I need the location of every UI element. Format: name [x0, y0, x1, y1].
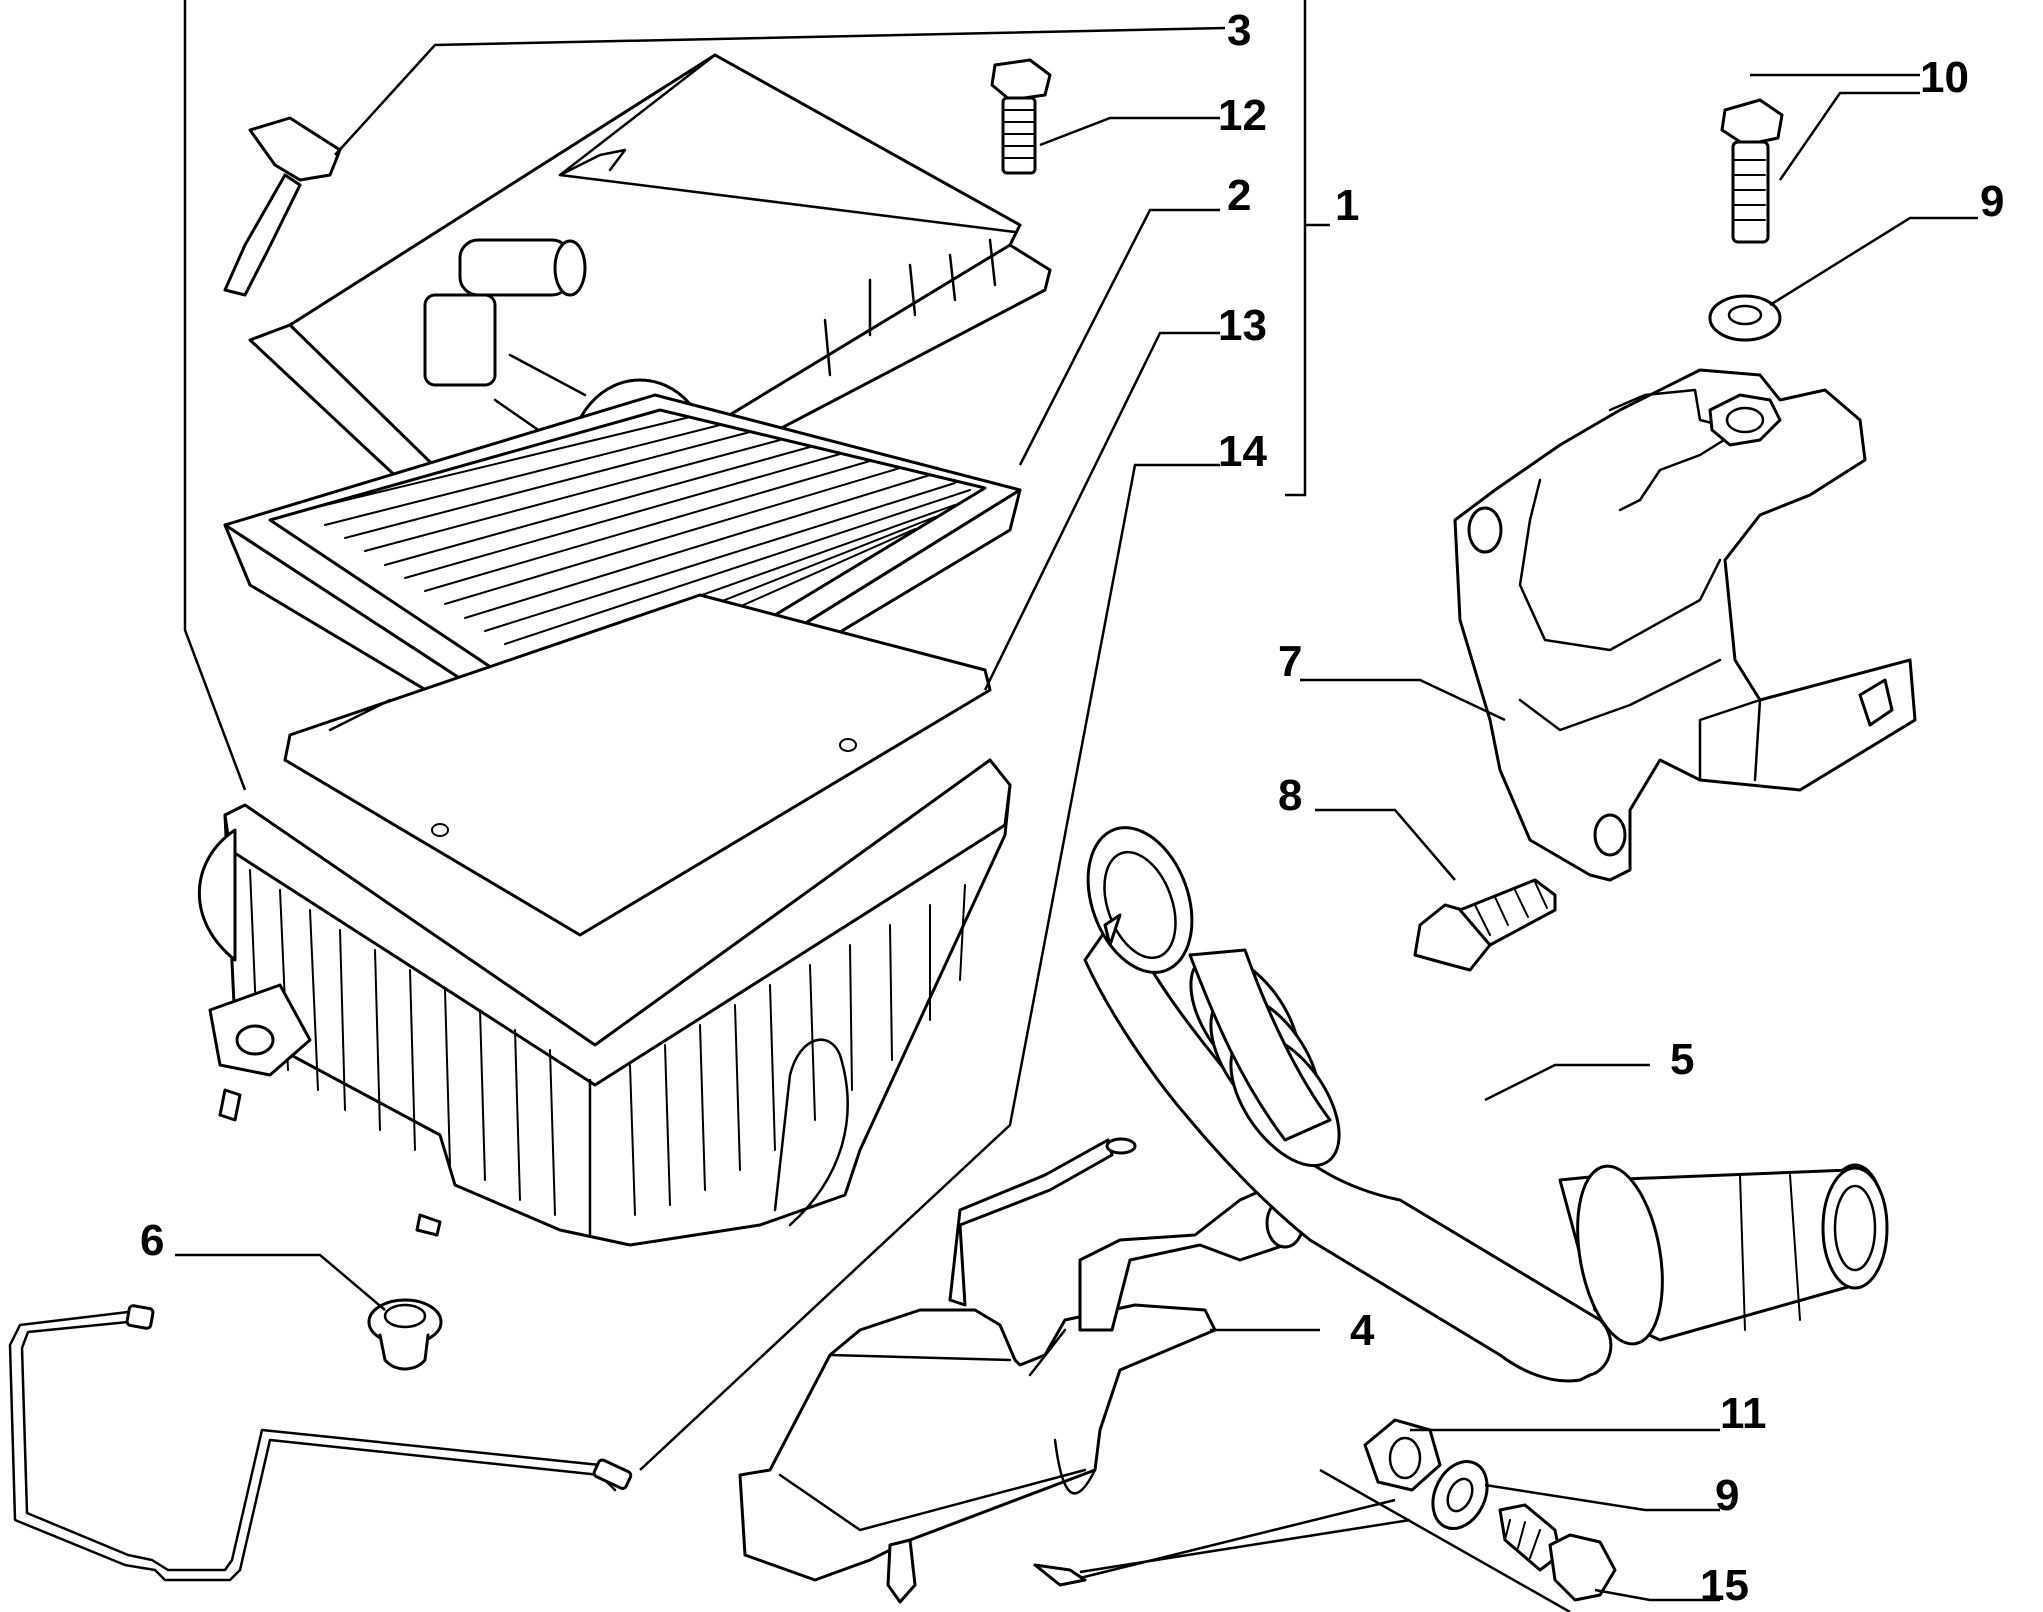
drain-pipe — [8, 1304, 633, 1582]
callout-9-lower: 9 — [1715, 1471, 1739, 1520]
leader-lines — [175, 26, 1978, 1612]
intake-resonator — [738, 1137, 1305, 1604]
callout-12: 12 — [1218, 91, 1267, 140]
callout-2: 2 — [1227, 171, 1251, 220]
bracket-side-bolt — [1413, 878, 1557, 972]
callout-13: 13 — [1218, 301, 1267, 350]
retaining-clip — [223, 116, 342, 297]
callout-11: 11 — [1720, 1389, 1767, 1438]
lower-washer — [1431, 1460, 1489, 1530]
intake-air-duct — [1083, 826, 1889, 1383]
callout-1: 1 — [1335, 181, 1359, 230]
filter-pleats — [304, 416, 971, 685]
callout-5: 5 — [1670, 1035, 1694, 1084]
air-box-base — [197, 758, 1012, 1247]
base-ribs — [249, 869, 966, 1216]
rubber-grommet — [367, 1298, 443, 1371]
mounting-bracket — [1453, 368, 1917, 882]
filter-housing-seal — [283, 593, 992, 937]
lower-bolt — [1498, 1503, 1617, 1602]
duct-outlet — [1558, 1163, 1889, 1346]
lid-screw — [990, 58, 1052, 175]
callout-9-upper: 9 — [1980, 177, 2004, 226]
upper-washer — [1708, 294, 1782, 342]
callout-labels: 3 12 2 1 13 14 10 9 7 8 5 6 4 11 9 15 — [140, 6, 2004, 1610]
bracket-bolt — [1720, 98, 1784, 244]
base-mounting-foot — [208, 983, 442, 1237]
callout-14: 14 — [1218, 427, 1267, 476]
duct-bellows — [1188, 948, 1341, 1168]
callout-3: 3 — [1227, 6, 1251, 55]
callout-6: 6 — [140, 1216, 164, 1265]
callout-10: 10 — [1920, 53, 1969, 102]
lower-nut — [1363, 1418, 1442, 1492]
callout-15: 15 — [1700, 1561, 1749, 1610]
callout-8: 8 — [1278, 771, 1302, 820]
assembly-bracket — [183, 0, 1330, 791]
callout-4: 4 — [1350, 1306, 1375, 1355]
lid-sensor-stub — [423, 238, 587, 387]
callout-7: 7 — [1278, 637, 1302, 686]
air-filter-element — [223, 393, 1022, 787]
